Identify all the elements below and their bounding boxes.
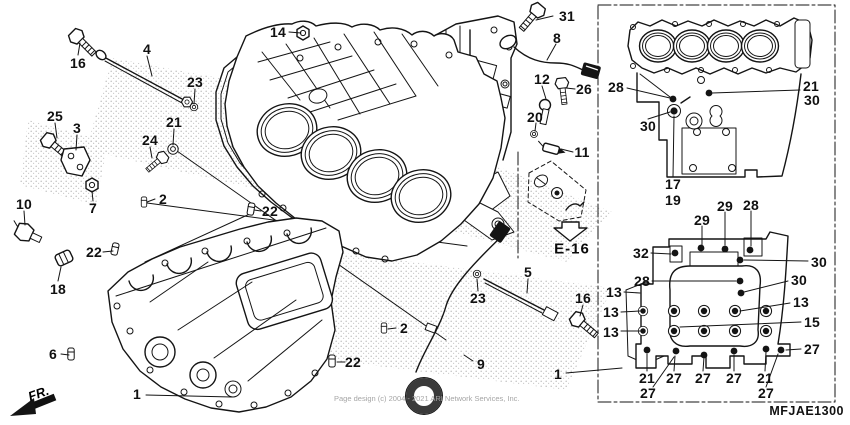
callout-23[interactable]: 23 <box>187 74 203 90</box>
callout-1[interactable]: 1 <box>133 386 141 402</box>
e16-reference-group <box>527 160 588 242</box>
callout-27[interactable]: 27 <box>758 385 774 401</box>
callout-13[interactable]: 13 <box>603 304 619 320</box>
top-view-bores <box>638 29 780 63</box>
callout-28[interactable]: 28 <box>743 197 759 213</box>
callout-27[interactable]: 27 <box>695 370 711 386</box>
crankcase-top-view <box>627 17 813 178</box>
ref-e16-link[interactable]: E-16 <box>554 240 590 258</box>
callout-16[interactable]: 16 <box>70 55 86 71</box>
callout-3[interactable]: 3 <box>73 120 81 136</box>
callout-32[interactable]: 32 <box>633 245 649 261</box>
callout-5[interactable]: 5 <box>524 264 532 280</box>
callout-29[interactable]: 29 <box>694 212 710 228</box>
callout-6[interactable]: 6 <box>49 346 57 362</box>
callout-13[interactable]: 13 <box>606 284 622 300</box>
callout-20[interactable]: 20 <box>527 109 543 125</box>
callout-4[interactable]: 4 <box>143 41 151 57</box>
callout-24[interactable]: 24 <box>142 132 158 148</box>
callout-21[interactable]: 21 <box>166 114 182 130</box>
sensor-cable-part8 <box>499 34 601 79</box>
callout-2[interactable]: 2 <box>400 320 408 336</box>
callout-31[interactable]: 31 <box>559 8 575 24</box>
callout-17[interactable]: 17 <box>665 176 681 192</box>
callout-22[interactable]: 22 <box>86 244 102 260</box>
callout-19[interactable]: 19 <box>665 192 681 208</box>
callout-13[interactable]: 13 <box>793 294 809 310</box>
callout-10[interactable]: 10 <box>16 196 32 212</box>
callout-30[interactable]: 30 <box>804 92 820 108</box>
callout-12[interactable]: 12 <box>534 71 550 87</box>
callout-21[interactable]: 21 <box>757 370 773 386</box>
front-direction-arrow <box>10 393 57 416</box>
callout-27[interactable]: 27 <box>640 385 656 401</box>
right-panel-border <box>517 4 836 403</box>
callout-27[interactable]: 27 <box>666 370 682 386</box>
callout-21[interactable]: 21 <box>803 78 819 94</box>
callout-15[interactable]: 15 <box>804 314 820 330</box>
callout-21[interactable]: 21 <box>639 370 655 386</box>
callout-7[interactable]: 7 <box>89 200 97 216</box>
callout-13[interactable]: 13 <box>603 324 619 340</box>
oil-pipe-part4 <box>95 49 195 110</box>
callout-27[interactable]: 27 <box>804 341 820 357</box>
crankcase-bottom-view <box>625 231 791 369</box>
callout-30[interactable]: 30 <box>811 254 827 270</box>
callout-14[interactable]: 14 <box>270 24 286 40</box>
callout-30[interactable]: 30 <box>791 272 807 288</box>
callout-27[interactable]: 27 <box>726 370 742 386</box>
callout-18[interactable]: 18 <box>50 281 66 297</box>
callout-23[interactable]: 23 <box>470 290 486 306</box>
upper-crankcase-drawing <box>215 15 518 263</box>
oil-pipe-part5 <box>483 278 559 322</box>
callout-9[interactable]: 9 <box>477 356 485 372</box>
callout-1[interactable]: 1 <box>554 366 562 382</box>
callout-25[interactable]: 25 <box>47 108 63 124</box>
callout-2[interactable]: 2 <box>159 191 167 207</box>
sensor-cable-part9 <box>405 221 511 415</box>
callout-28[interactable]: 28 <box>608 79 624 95</box>
callout-30[interactable]: 30 <box>640 118 656 134</box>
callout-8[interactable]: 8 <box>553 30 561 46</box>
watermark: Page design (c) 2004 - 2021 ARI Network … <box>334 394 520 403</box>
cylinder-bores <box>256 103 452 223</box>
hardware-parts <box>13 0 603 368</box>
callout-22[interactable]: 22 <box>345 354 361 370</box>
diagram-code: MFJAE1300 <box>769 404 844 418</box>
callout-11[interactable]: 11 <box>574 144 590 160</box>
callout-22[interactable]: 22 <box>262 203 278 219</box>
callout-16[interactable]: 16 <box>575 290 591 306</box>
callout-29[interactable]: 29 <box>717 198 733 214</box>
callout-26[interactable]: 26 <box>576 81 592 97</box>
e16-arrow-icon <box>553 221 588 242</box>
callout-28[interactable]: 28 <box>634 273 650 289</box>
leader-lines <box>23 15 809 398</box>
lower-crankcase-drawing <box>107 217 344 413</box>
